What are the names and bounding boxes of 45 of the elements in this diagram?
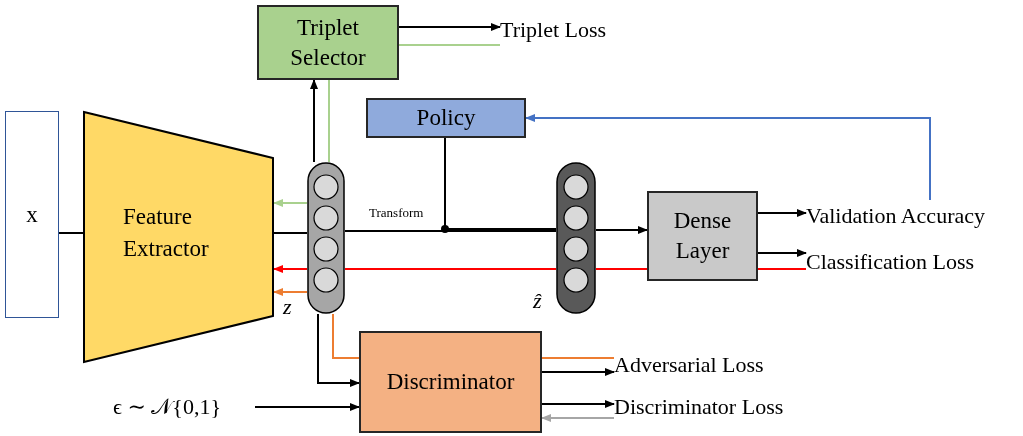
connector-line: [398, 44, 501, 46]
arrow: [595, 226, 648, 234]
output-label: Classification Loss: [806, 246, 975, 278]
output-label: Adversarial Loss: [614, 349, 764, 381]
arrow: [398, 23, 501, 31]
node-label: Feature Extractor: [123, 203, 210, 264]
variable-label: ẑ: [533, 288, 542, 314]
connector-line: [757, 268, 807, 270]
node-label: Discriminator: [385, 368, 516, 397]
process-box: [647, 191, 758, 281]
node-label: x: [25, 200, 39, 229]
arrow: [525, 114, 931, 201]
process-box: [359, 331, 542, 433]
output-label: Discriminator Loss: [614, 391, 784, 423]
edge-label: Transform: [369, 205, 424, 220]
connector-line: [58, 232, 84, 234]
arrow: [757, 209, 807, 217]
connector-line: [444, 137, 557, 230]
connector-line: [344, 230, 557, 232]
arrow: [317, 313, 360, 387]
node-label: Triplet Selector: [289, 13, 367, 72]
arrow: [541, 414, 615, 422]
output-label: Triplet Loss: [500, 14, 607, 46]
connector-line: [273, 232, 308, 234]
variable-label: z: [283, 294, 292, 320]
node-label: Dense Layer: [672, 207, 733, 265]
input-box: [5, 111, 59, 318]
output-label: ϵ ∼ 𝒩{0,1}: [113, 391, 221, 423]
arrow: [310, 79, 318, 163]
connector-line: [541, 357, 615, 359]
arrow: [541, 368, 615, 376]
process-box: [366, 98, 526, 138]
connector-line: [328, 79, 330, 163]
arrow: [273, 288, 308, 296]
connector-line: [344, 268, 557, 270]
arrow: [757, 249, 807, 257]
arrow: [541, 400, 615, 408]
arrow: [273, 265, 308, 273]
connector-line: [332, 313, 360, 359]
connector-line: [595, 268, 648, 270]
process-box: [257, 5, 399, 80]
arrow: [254, 403, 360, 411]
node-label: Policy: [415, 104, 477, 133]
output-label: Validation Accuracy: [806, 200, 985, 232]
arrow: [273, 199, 308, 207]
